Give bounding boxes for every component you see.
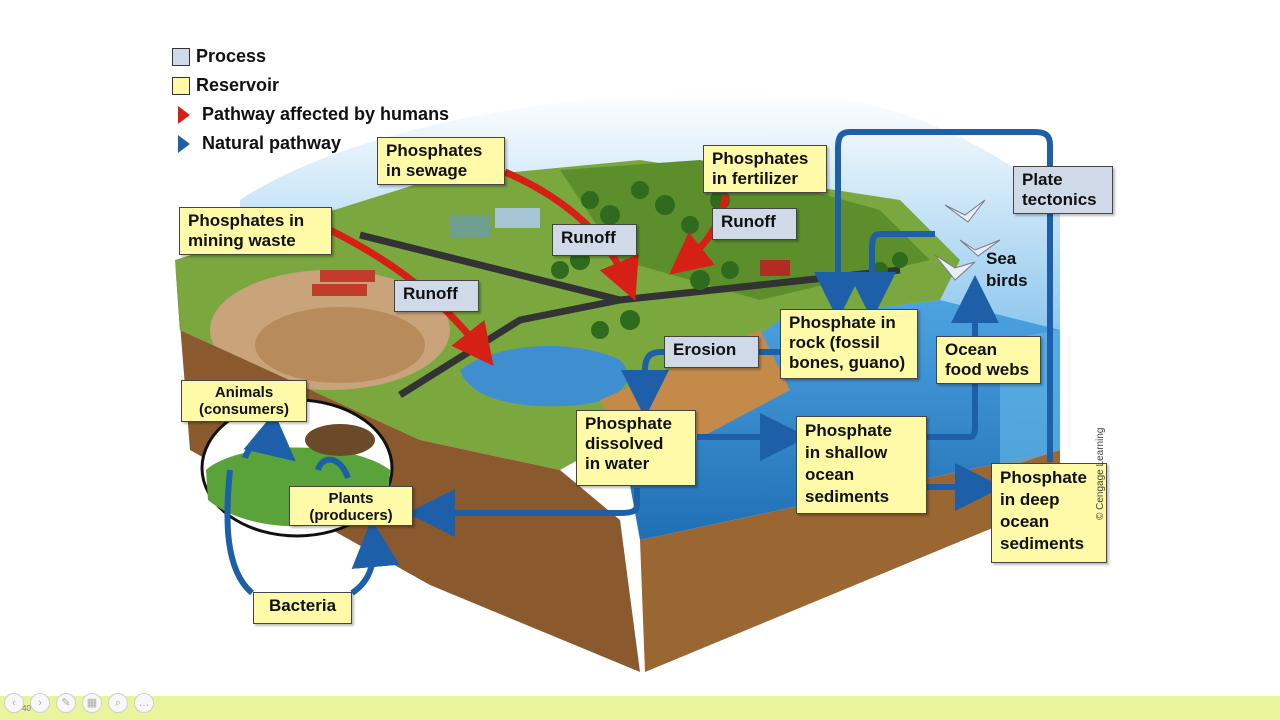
phosphate-in-deep-ocean-sediments: Phosphate in deep ocean sediments — [991, 463, 1107, 563]
process-swatch — [172, 47, 190, 66]
more-icon[interactable]: … — [134, 693, 154, 713]
mine-pit-inner — [255, 307, 425, 383]
sea-birds — [934, 199, 1001, 281]
runoff-fertilizer: Runoff — [712, 208, 797, 240]
phosphate-in-rock: Phosphate in rock (fossil bones, guano) — [780, 309, 918, 379]
road-branch — [398, 296, 621, 398]
animals-consumers: Animals (consumers) — [181, 380, 307, 422]
natural-pathway-arrows — [224, 129, 1053, 596]
lake — [460, 346, 628, 407]
plate-tectonics: Plate tectonics — [1013, 166, 1113, 214]
zoom-icon[interactable]: ⌕ — [108, 693, 128, 713]
legend-human-pathway: Pathway affected by humans — [172, 100, 449, 129]
next-icon[interactable]: › — [30, 693, 50, 713]
phosphate-dissolved-in-water: Phosphate dissolved in water — [576, 410, 696, 486]
ocean-food-webs: Ocean food webs — [936, 336, 1041, 384]
slideshow-toolbar: ‹ › ✎ ▦ ⌕ … — [4, 693, 154, 713]
soil-cross-section — [175, 260, 640, 672]
legend: Process Reservoir Pathway affected by hu… — [172, 42, 449, 158]
phosphate-in-shallow-ocean-sediments: Phosphate in shallow ocean sediments — [796, 416, 927, 514]
red-arrow-icon — [178, 105, 190, 124]
runoff-sewage: Runoff — [552, 224, 637, 256]
treatment-tanks — [495, 208, 540, 228]
blue-arrow-icon — [178, 134, 190, 153]
slides-icon[interactable]: ▦ — [82, 693, 102, 713]
animal-silhouette — [305, 424, 375, 456]
sea-birds-label: Sea birds — [986, 249, 1028, 290]
phosphates-in-fertilizer: Phosphates in fertilizer — [703, 145, 827, 193]
copyright-credit: © Cengage Learning — [1095, 427, 1106, 520]
legend-natural-pathway: Natural pathway — [172, 129, 449, 158]
phosphates-in-sewage: Phosphates in sewage — [377, 137, 505, 185]
runoff-mining: Runoff — [394, 280, 479, 312]
page-number: 40 — [22, 704, 31, 713]
plants-producers: Plants (producers) — [289, 486, 413, 526]
legend-process-label: Process — [196, 46, 267, 66]
legend-process: Process — [172, 42, 449, 71]
bottom-bar — [0, 696, 1280, 720]
barn — [760, 260, 790, 276]
pen-icon[interactable]: ✎ — [56, 693, 76, 713]
previous-icon[interactable]: ‹ — [4, 693, 24, 713]
bacteria: Bacteria — [253, 592, 352, 624]
legend-reservoir: Reservoir — [172, 71, 449, 100]
reservoir-swatch — [172, 76, 190, 95]
legend-natural-label: Natural pathway — [202, 133, 342, 153]
mine-building — [320, 270, 375, 282]
mine-building — [312, 284, 367, 296]
legend-reservoir-label: Reservoir — [196, 75, 280, 95]
phosphates-in-mining-waste: Phosphates in mining waste — [179, 207, 332, 255]
legend-human-label: Pathway affected by humans — [202, 104, 450, 124]
erosion: Erosion — [664, 336, 759, 368]
treatment-plant — [450, 215, 490, 237]
